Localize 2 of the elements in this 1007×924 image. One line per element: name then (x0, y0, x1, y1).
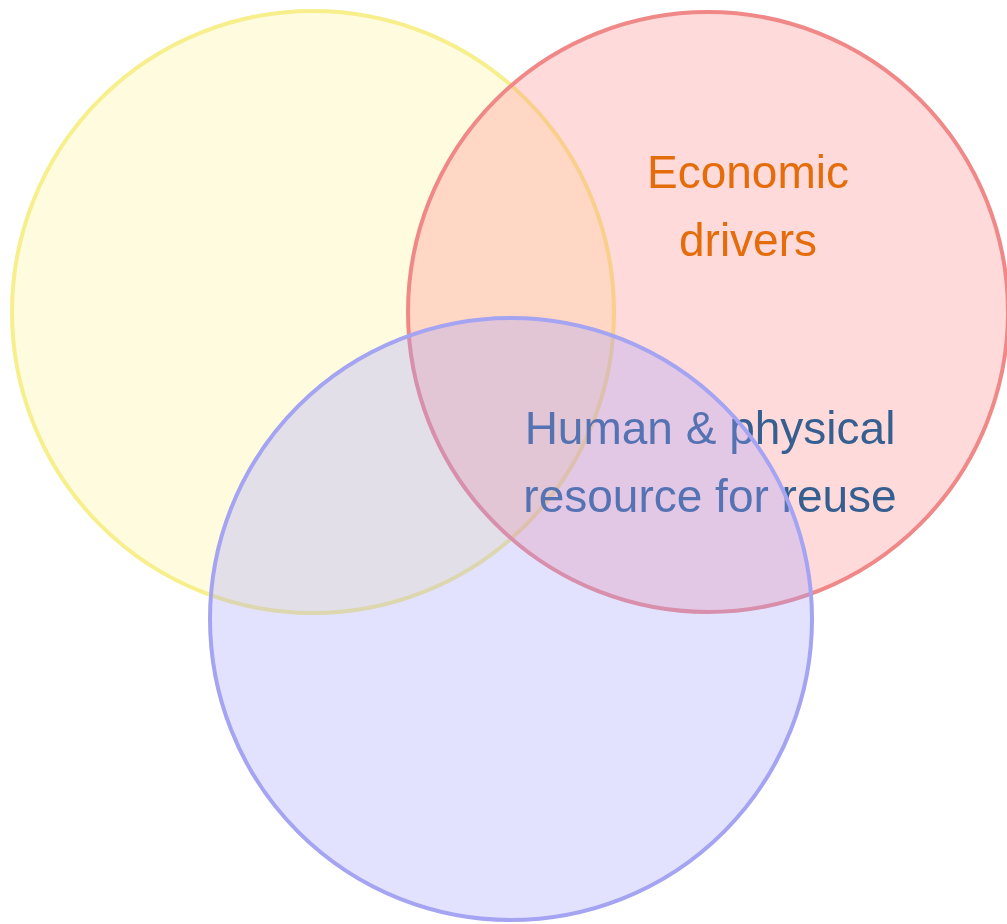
circle-label: Human & physical resource for reuse (522, 401, 898, 524)
circle-label: Economic drivers (646, 145, 850, 268)
